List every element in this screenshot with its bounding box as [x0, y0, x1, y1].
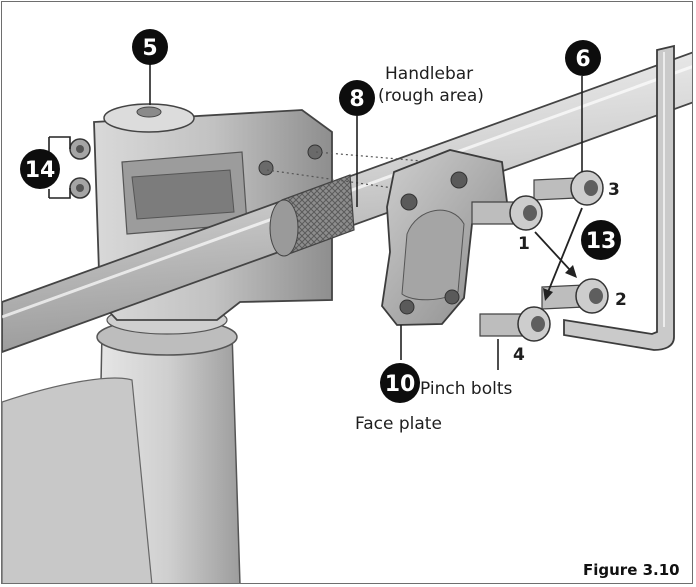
pinch-bolt-1: [471, 195, 543, 231]
callout-badge-5: 5: [132, 29, 168, 65]
handlebar: [2, 51, 692, 353]
face-plate-label: Face plate: [355, 414, 442, 434]
leader-lines: [48, 64, 583, 370]
callout-number: 8: [349, 87, 364, 112]
bolt-number-3: 3: [608, 180, 620, 200]
pinch-bolts-label: Pinch bolts: [420, 379, 512, 399]
bolt-number-2: 2: [615, 290, 627, 310]
callout-badge-8: 8: [339, 80, 375, 116]
figure-caption: Figure 3.10: [583, 561, 680, 579]
stem-body: [69, 103, 333, 321]
callout-number: 6: [575, 47, 590, 72]
callout-number: 5: [142, 36, 157, 61]
pinch-bolt-3: [533, 170, 604, 206]
pinch-bolt-2: [541, 278, 609, 314]
handlebar-label-line2: (rough area): [378, 86, 484, 106]
callout-number: 14: [25, 158, 56, 183]
face-plate: [381, 149, 508, 326]
callout-number: 10: [385, 372, 416, 397]
callout-badge-10: 10: [380, 363, 420, 403]
alignment-lines: [266, 151, 458, 191]
callout-badge-13: 13: [581, 220, 621, 260]
handlebar-label-line1: Handlebar: [385, 64, 473, 84]
hex-key-tool: [563, 44, 675, 351]
pinch-bolt-4: [479, 306, 551, 342]
callout-number: 13: [586, 229, 617, 254]
callout-badge-6: 6: [565, 40, 601, 76]
callout-badge-14: 14: [20, 149, 60, 189]
head-tube: [2, 305, 241, 583]
bolt-number-1: 1: [518, 234, 530, 254]
bolt-number-4: 4: [513, 345, 525, 365]
sequence-arrows: [534, 207, 583, 301]
